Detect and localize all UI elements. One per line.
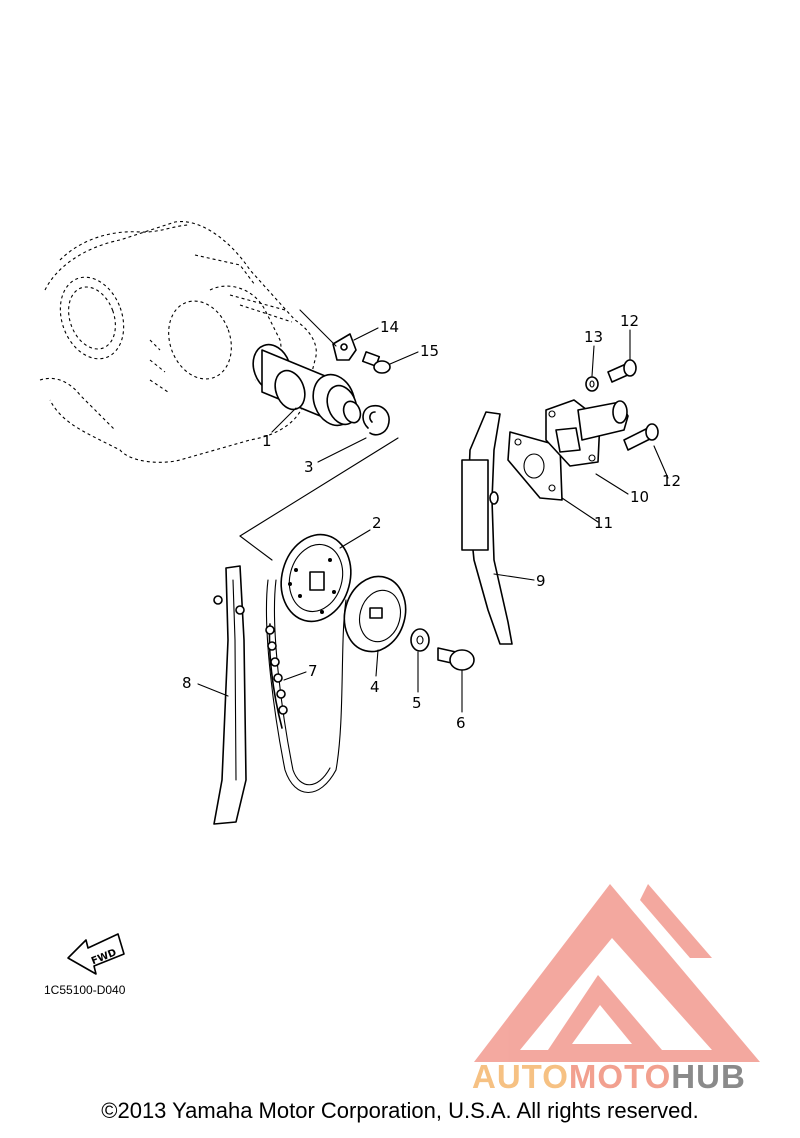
callout-3: 3 <box>304 458 314 476</box>
callout-15: 15 <box>420 342 439 360</box>
bolt-15 <box>361 351 391 374</box>
leader-lines <box>197 327 669 713</box>
plate <box>343 575 407 653</box>
watermark-hub: HUB <box>671 1058 746 1095</box>
timing-chain <box>265 623 288 729</box>
fwd-arrow-icon: FWD <box>67 933 125 975</box>
callout-1: 1 <box>262 432 272 450</box>
bolt-6 <box>437 647 475 671</box>
copyright-notice: ©2013 Yamaha Motor Corporation, U.S.A. A… <box>101 1098 699 1123</box>
callout-7: 7 <box>308 662 318 680</box>
chain-loop <box>265 579 347 794</box>
callout-4: 4 <box>370 678 380 696</box>
callout-6: 6 <box>456 714 466 732</box>
tensioner-guide <box>461 411 513 645</box>
watermark-moto: MOTO <box>569 1058 671 1095</box>
bracket <box>332 333 357 361</box>
bolt-12-lower <box>623 423 659 451</box>
callout-12-lower: 12 <box>662 472 681 490</box>
callout-8: 8 <box>182 674 192 692</box>
callout-11: 11 <box>594 514 613 532</box>
callout-9: 9 <box>536 572 546 590</box>
bolt-12-upper <box>607 359 637 383</box>
cam-sprocket <box>280 533 352 623</box>
callout-labels: 1 2 3 4 5 6 7 8 9 10 11 12 12 13 14 15 <box>182 312 681 732</box>
callout-2: 2 <box>372 514 382 532</box>
assembly-lines <box>239 309 399 561</box>
chain-guide-8 <box>213 565 247 825</box>
cylinder-head <box>39 221 317 463</box>
watermark-auto: AUTO <box>472 1058 569 1095</box>
callout-5: 5 <box>412 694 422 712</box>
camshaft <box>252 343 362 427</box>
callout-13: 13 <box>584 328 603 346</box>
washer-13 <box>585 376 599 392</box>
callout-10: 10 <box>630 488 649 506</box>
watermark-brand: AUTOMOTOHUB <box>472 1058 746 1095</box>
callout-14: 14 <box>380 318 399 336</box>
tensioner-assembly <box>545 399 629 467</box>
automotohub-logo-mark <box>474 884 760 1062</box>
diagram-code: 1C55100-D040 <box>44 983 126 997</box>
callout-12-upper: 12 <box>620 312 639 330</box>
washer <box>410 628 430 652</box>
circlip <box>362 404 390 436</box>
